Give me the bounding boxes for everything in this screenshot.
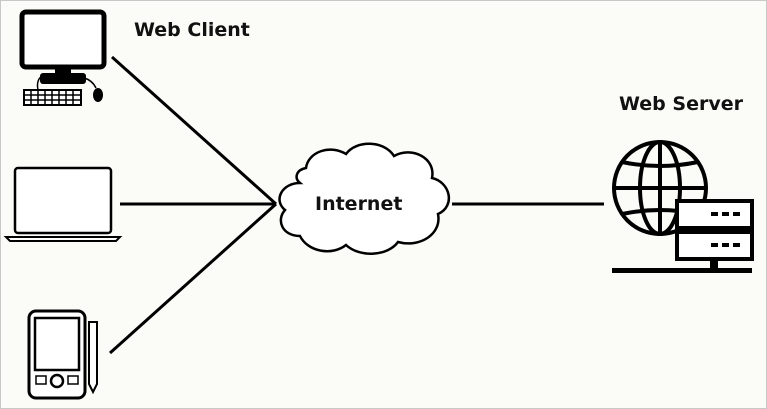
laptop-icon — [3, 166, 123, 242]
web-server-icon — [612, 140, 754, 273]
web-server-label: Web Server — [619, 93, 744, 115]
desktop-computer-icon — [19, 9, 107, 106]
cloud-icon — [278, 142, 451, 255]
link-tablet-internet — [108, 202, 278, 355]
web-client-label: Web Client — [134, 19, 250, 41]
connection-lines — [108, 55, 604, 355]
tablet-stylus-icon — [27, 309, 98, 400]
link-desktop-internet — [110, 55, 278, 206]
internet-label: Internet — [315, 193, 402, 215]
